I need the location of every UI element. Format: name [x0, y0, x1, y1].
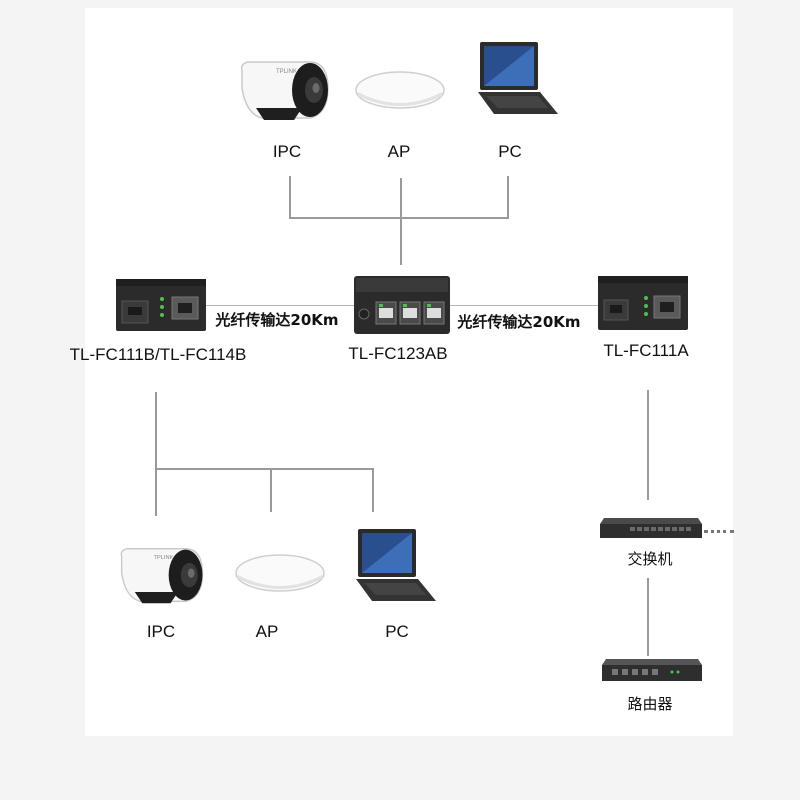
access-point-icon: [235, 554, 325, 592]
switch-dotted-line: [704, 530, 734, 533]
top-pc-label: PC: [498, 142, 522, 161]
left-converter-icon: [116, 279, 206, 331]
bottom-pc-label: PC: [385, 622, 409, 641]
connector-bottom-ap: [270, 468, 272, 512]
bottom-ap-label: AP: [255, 622, 279, 641]
switch-label: 交换机: [627, 550, 673, 568]
connector-bottom-trunk: [155, 392, 157, 516]
fiber-left-line: [206, 305, 354, 306]
connector-top-ipc: [289, 176, 291, 218]
top-ap-label: AP: [387, 142, 411, 161]
connector-top-bus: [289, 217, 509, 219]
diagram-canvas: [85, 8, 733, 736]
router-label: 路由器: [627, 695, 673, 713]
connector-right-lower: [647, 578, 649, 656]
bottom-ipc-label: IPC: [146, 622, 176, 641]
fiber-right-line: [450, 305, 600, 306]
center-converter-icon: [354, 276, 450, 334]
ip-camera-icon: TPLINK: [240, 61, 329, 120]
ip-camera-icon: TPLINK: [120, 548, 204, 604]
ipc-brand-text: TPLINK: [276, 69, 297, 75]
connector-right-upper: [647, 390, 649, 500]
connector-bottom-bus: [155, 468, 373, 470]
top-ipc-label: IPC: [272, 142, 302, 161]
laptop-icon: [356, 529, 436, 601]
left-converter-label: TL-FC111B/TL-FC114B: [69, 345, 247, 364]
right-converter-label: TL-FC111A: [603, 341, 689, 360]
right-fiber-link-label: 光纤传输达20Km: [453, 311, 585, 332]
left-fiber-link-label: 光纤传输达20Km: [211, 309, 343, 330]
connector-bottom-pc: [372, 468, 374, 512]
laptop-icon: [478, 42, 558, 114]
access-point-icon: [355, 71, 445, 109]
connector-top-ap: [400, 178, 402, 218]
center-converter-label: TL-FC123AB: [348, 344, 448, 363]
connector-top-drop: [400, 217, 402, 265]
right-converter-icon: [598, 276, 688, 330]
ipc-brand-text: TPLINK: [154, 555, 174, 561]
router-icon: [602, 659, 702, 681]
connector-top-pc: [507, 176, 509, 218]
network-switch-icon: [600, 518, 702, 538]
